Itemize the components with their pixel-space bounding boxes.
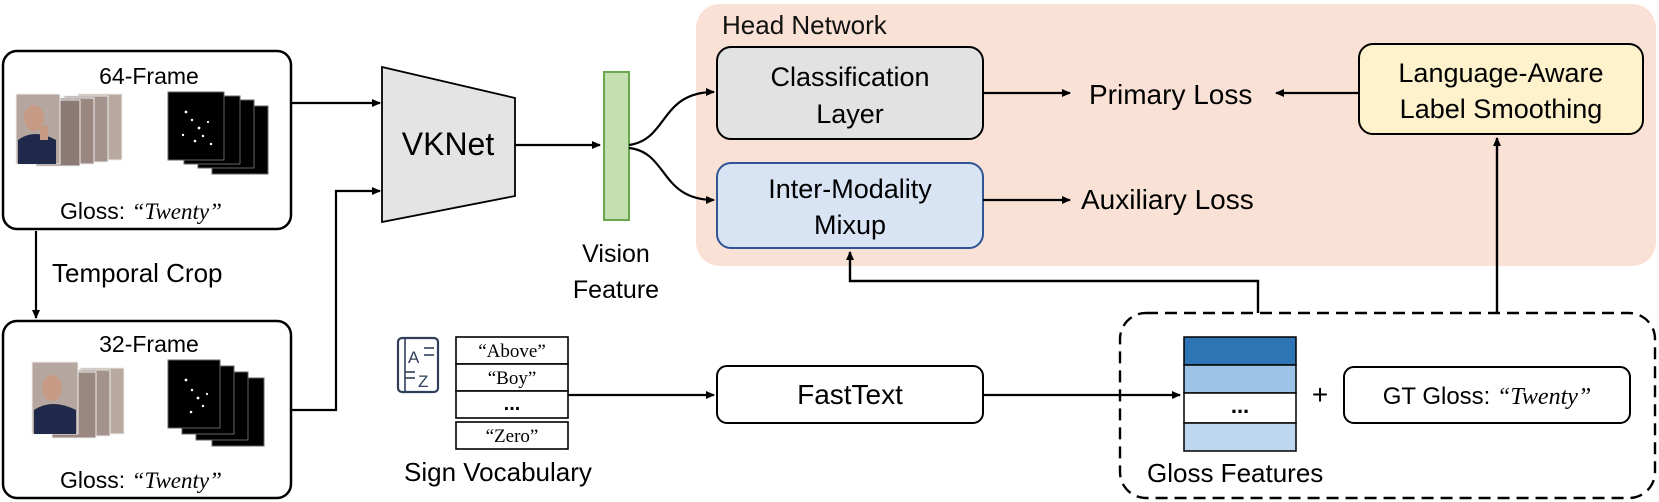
inter-modality-mixup-block xyxy=(716,162,984,249)
sign-vocabulary-label: Sign Vocabulary xyxy=(404,457,592,487)
arrow-features-to-mixup xyxy=(846,251,1260,313)
label-smoothing-label-2: Label Smoothing xyxy=(1400,94,1603,124)
feature-ellipsis: ... xyxy=(1231,393,1249,418)
book-icon: A Z xyxy=(396,336,440,394)
gloss-features-panel xyxy=(1118,311,1657,500)
arrow-feature-to-mixup xyxy=(628,146,715,204)
svg-text:A: A xyxy=(408,348,420,367)
rgb-frames xyxy=(15,93,123,167)
clip-32-title: 32-Frame xyxy=(99,331,199,357)
head-network-title: Head Network xyxy=(722,10,888,40)
mixup-label: Inter-Modality xyxy=(768,174,932,204)
arrow-feature-to-classification xyxy=(628,88,715,147)
vocab-word: “Boy” xyxy=(488,368,537,389)
vision-feature-label-2: Feature xyxy=(573,276,659,304)
clip-64-gloss: Gloss: “Twenty” xyxy=(60,198,222,224)
primary-loss-label: Primary Loss xyxy=(1089,79,1252,110)
clip-64-frame: 64-Frame Gloss: “Twenty” xyxy=(1,49,293,231)
vknet-label: VKNet xyxy=(402,126,495,162)
keypoint-frames xyxy=(167,91,269,175)
gloss-feature-stack: ... xyxy=(1183,336,1297,452)
gt-gloss-label: GT Gloss: “Twenty” xyxy=(1383,383,1592,410)
classification-label-2: Layer xyxy=(816,99,884,129)
vision-feature-bar xyxy=(603,71,630,221)
classification-label: Classification xyxy=(770,62,929,92)
clip-32-frame: 32-Frame Gloss: “Twenty” xyxy=(1,319,293,500)
vision-feature-label: Vision xyxy=(582,240,650,268)
clip-64-title: 64-Frame xyxy=(99,63,199,89)
clip-32-gloss: Gloss: “Twenty” xyxy=(60,467,222,493)
label-smoothing-block xyxy=(1358,43,1644,135)
gloss-features-label: Gloss Features xyxy=(1147,458,1323,488)
vocab-word: “Above” xyxy=(478,341,546,362)
label-smoothing-label: Language-Aware xyxy=(1398,58,1603,88)
svg-text:Z: Z xyxy=(418,372,428,391)
auxiliary-loss-label: Auxiliary Loss xyxy=(1081,184,1254,215)
fasttext-label: FastText xyxy=(797,379,903,410)
vocabulary-table: “Above” “Boy” ... “Zero” xyxy=(455,336,569,450)
arrow-32-to-vknet xyxy=(291,187,381,412)
vocab-word: ... xyxy=(504,393,521,415)
temporal-crop-label: Temporal Crop xyxy=(52,258,223,288)
rgb-frames xyxy=(31,361,125,439)
plus-sign: + xyxy=(1312,379,1328,410)
mixup-label-2: Mixup xyxy=(814,210,886,240)
vocab-word: “Zero” xyxy=(486,426,539,447)
vknet-block xyxy=(381,65,516,224)
keypoint-frames xyxy=(167,359,265,447)
gt-gloss-block xyxy=(1343,366,1631,424)
